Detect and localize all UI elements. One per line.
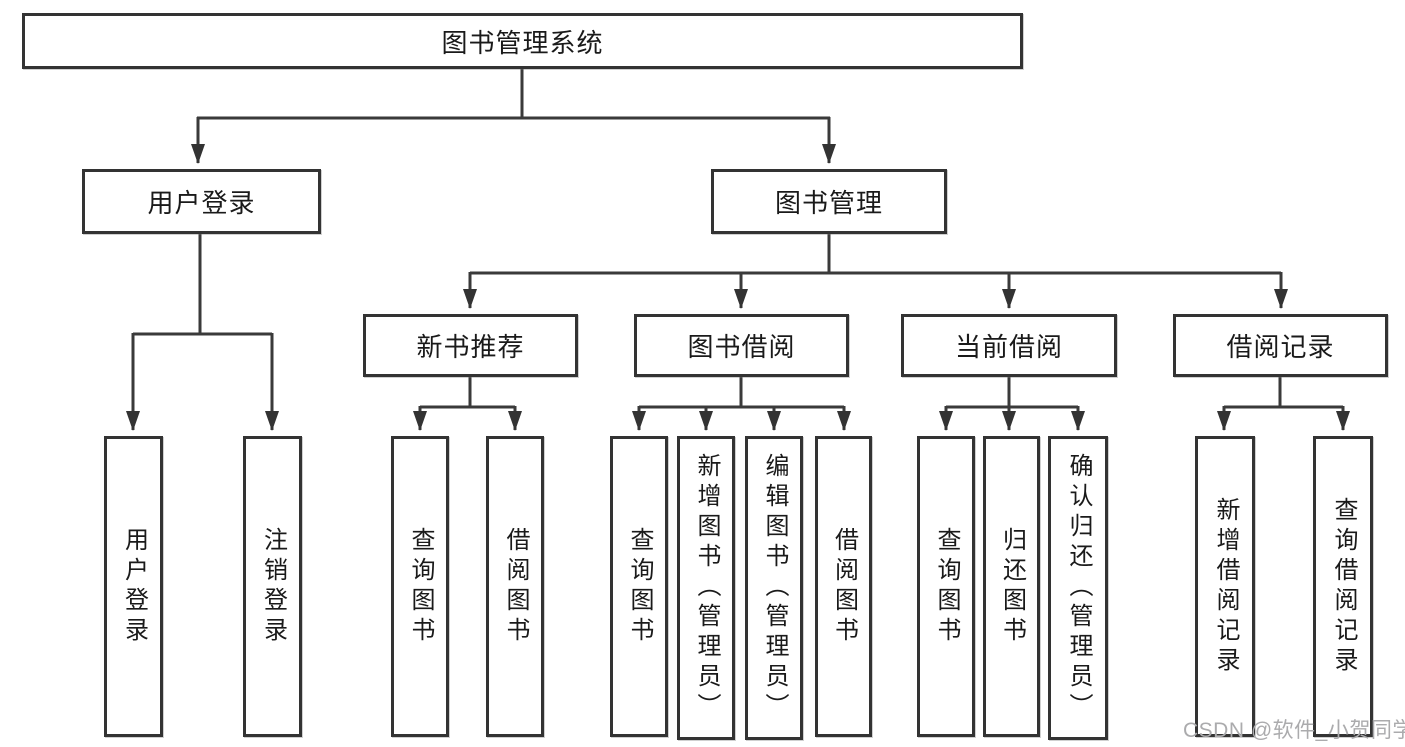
node-book-management: 图书管理 — [711, 169, 947, 234]
leaf-current-confirm-return-admin: 确认归还（管理员） — [1048, 436, 1108, 740]
node-user-login: 用户登录 — [82, 169, 321, 234]
new-book-recommend-connector — [413, 377, 522, 431]
borrow-record-connector — [1217, 377, 1350, 431]
csdn-watermark: CSDN @软件_小贺同学 — [1183, 719, 1405, 742]
leaf-current-query-book: 查询图书 — [917, 436, 975, 737]
node-book-borrow: 图书借阅 — [634, 314, 849, 377]
node-root-system: 图书管理系统 — [22, 13, 1023, 69]
node-borrow-record: 借阅记录 — [1173, 314, 1388, 377]
user-login-connector — [126, 234, 279, 431]
leaf-recommend-borrow-book: 借阅图书 — [486, 436, 544, 737]
leaf-current-return-book: 归还图书 — [983, 436, 1040, 737]
current-borrow-connector — [939, 377, 1085, 431]
book-management-connector — [463, 234, 1288, 309]
leaf-logout: 注销登录 — [243, 436, 302, 737]
leaf-borrow-add-book-admin: 新增图书（管理员） — [677, 436, 735, 740]
leaf-recommend-query-book: 查询图书 — [391, 436, 449, 737]
node-current-borrow: 当前借阅 — [901, 314, 1117, 377]
leaf-record-query-borrow-record: 查询借阅记录 — [1313, 436, 1373, 737]
leaf-record-add-borrow-record: 新增借阅记录 — [1195, 436, 1255, 737]
leaf-borrow-query-book: 查询图书 — [610, 436, 668, 737]
node-new-book-recommend: 新书推荐 — [363, 314, 578, 377]
leaf-user-login: 用户登录 — [104, 436, 163, 737]
book-borrow-connector — [632, 377, 851, 431]
leaf-borrow-edit-book-admin: 编辑图书（管理员） — [745, 436, 803, 740]
root-connector — [191, 69, 836, 164]
leaf-borrow-borrow-book: 借阅图书 — [815, 436, 872, 737]
